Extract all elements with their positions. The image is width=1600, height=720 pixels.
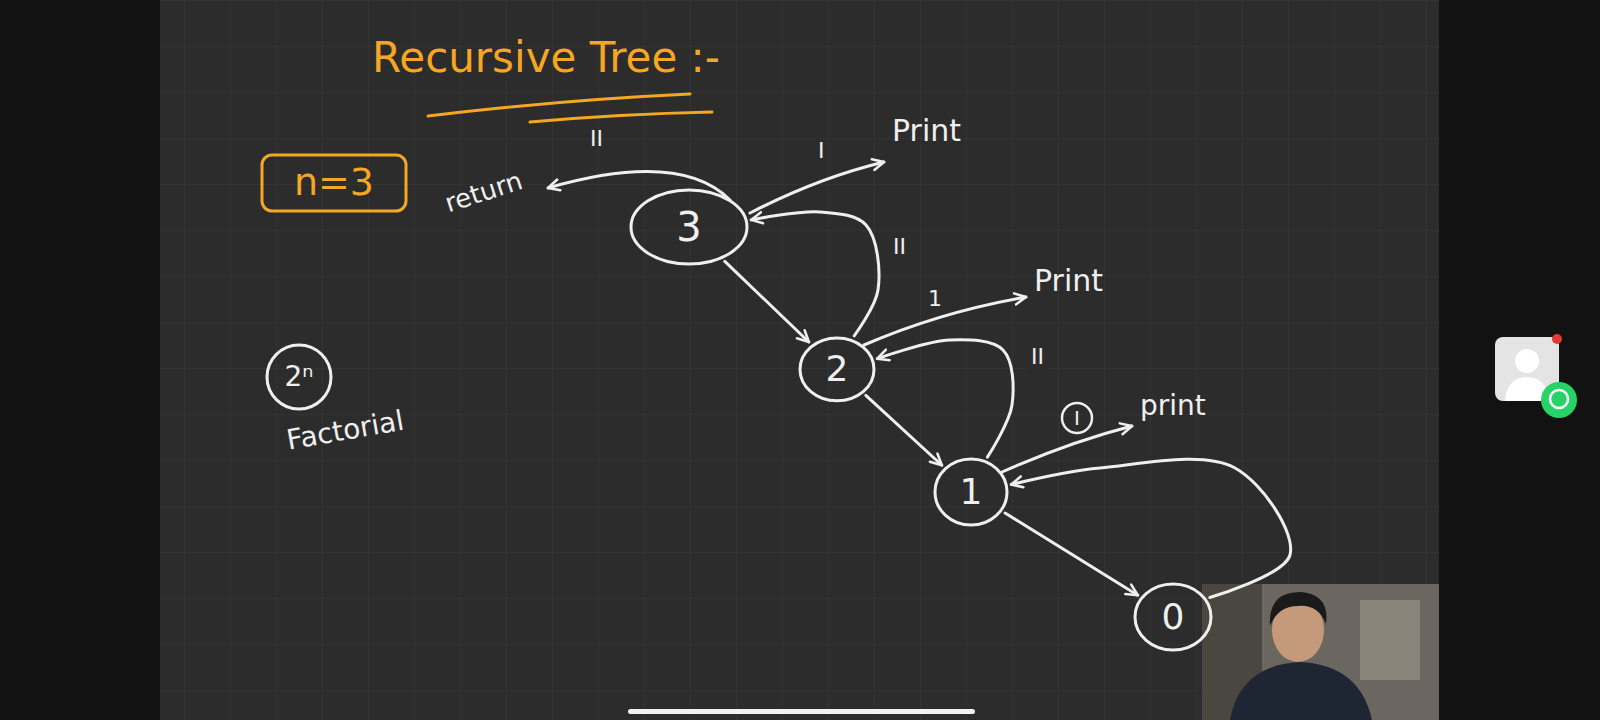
call-connector xyxy=(866,395,942,465)
call-node: 0 xyxy=(1133,582,1213,652)
whatsapp-glyph xyxy=(1550,390,1568,408)
board-grid xyxy=(160,0,1439,720)
node-text: n=3 xyxy=(294,161,374,205)
title-underline xyxy=(530,112,712,122)
edge-label: II xyxy=(1028,344,1047,369)
webcam-hair xyxy=(1270,592,1327,626)
call-connector xyxy=(1005,513,1138,595)
circle-outline xyxy=(935,459,1007,525)
node-text: 2 xyxy=(826,348,849,389)
call-connector xyxy=(725,261,809,342)
node-text: 2ⁿ xyxy=(285,361,314,393)
step-number: II xyxy=(590,126,603,151)
node-text: 0 xyxy=(1162,596,1185,637)
circle-outline xyxy=(267,345,331,409)
right-bar xyxy=(1439,0,1600,720)
home-indicator xyxy=(628,709,975,714)
notification-dot xyxy=(1552,334,1562,344)
box-outline xyxy=(262,155,406,211)
webcam-body xyxy=(1230,662,1372,720)
webcam-frame xyxy=(1202,584,1439,720)
step-number: 1 xyxy=(928,286,942,311)
step-number: I xyxy=(818,138,825,163)
board-ground xyxy=(160,0,1439,720)
whatsapp-badge xyxy=(1541,382,1577,418)
edge-label: II xyxy=(890,234,909,259)
circle-outline xyxy=(631,190,747,264)
action-text: print xyxy=(1140,390,1206,422)
circle-outline xyxy=(800,338,874,401)
action-text: Print xyxy=(892,114,961,149)
print-arrow xyxy=(750,162,884,213)
action-text: Print xyxy=(1034,264,1103,299)
print-arrow xyxy=(1002,426,1132,472)
circle-outline xyxy=(1135,584,1211,650)
step-circle xyxy=(1062,403,1092,433)
call-node: 2 xyxy=(798,336,876,403)
step-number: I xyxy=(1074,407,1080,430)
node-text: 1 xyxy=(960,471,983,512)
call-connector xyxy=(877,340,1013,457)
return-arrow xyxy=(548,172,730,200)
print-arrow xyxy=(864,297,1026,345)
call-connector xyxy=(1011,459,1290,597)
node-text: 3 xyxy=(676,204,701,250)
webcam-chair xyxy=(1360,600,1420,680)
call-connector xyxy=(751,212,879,336)
title-text: Recursive Tree :- xyxy=(372,34,720,82)
call-node: 1 xyxy=(933,457,1009,527)
call-node: 3 xyxy=(629,188,749,266)
formula-circle: 2ⁿ xyxy=(265,343,333,411)
avatar-head xyxy=(1515,349,1539,373)
given-box: n=3 xyxy=(260,153,408,213)
left-bar xyxy=(0,0,160,720)
